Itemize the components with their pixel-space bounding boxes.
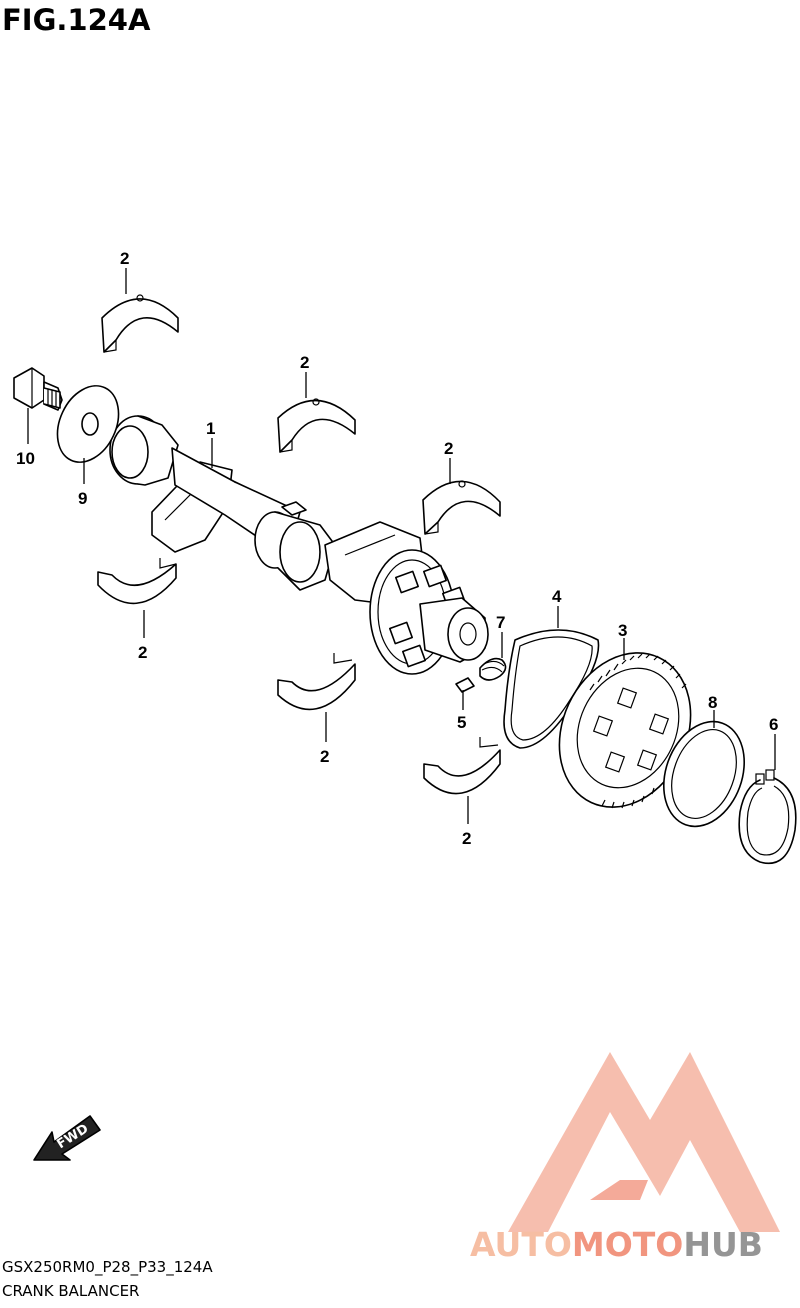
callout-3: 3 [618, 621, 627, 640]
bearing-shell-upper-1 [101, 294, 179, 353]
bearing-shell-upper-3 [422, 480, 501, 535]
callout-9: 9 [78, 489, 87, 508]
bearing-shell-upper-2 [277, 398, 356, 453]
callout-10: 10 [16, 449, 35, 468]
watermark-hub: HUB [683, 1225, 763, 1264]
svg-text:AUTOMOTOHUB: AUTOMOTOHUB [470, 1225, 763, 1264]
callout-1: 1 [206, 419, 215, 438]
bearing-shell-lower-2 [277, 653, 356, 711]
circlip [738, 769, 797, 865]
figure-name: CRANK BALANCER [2, 1282, 139, 1300]
callout-2: 2 [120, 249, 129, 268]
callout-2: 2 [138, 643, 147, 662]
balancer-shaft [109, 415, 489, 675]
spring [479, 657, 507, 681]
pin [455, 677, 475, 693]
callout-2: 2 [300, 353, 309, 372]
callout-5: 5 [457, 713, 466, 732]
callout-2: 2 [462, 829, 471, 848]
bearing-shell-lower-3 [423, 737, 501, 795]
automotohub-watermark-logo: AUTOMOTOHUB [470, 1052, 780, 1264]
bearing-shell-lower-1 [97, 558, 177, 605]
watermark-auto: AUTO [470, 1225, 572, 1264]
callout-6: 6 [769, 715, 778, 734]
washer [56, 385, 120, 463]
callout-7: 7 [496, 613, 505, 632]
o-ring [503, 629, 600, 749]
thrust-washer [662, 720, 746, 828]
figure-code: GSX250RM0_P28_P33_124A [2, 1258, 213, 1277]
callout-2: 2 [320, 747, 329, 766]
callout-4: 4 [552, 587, 562, 606]
bolt [13, 367, 63, 411]
figure-title: FIG.124A [2, 3, 151, 37]
fwd-arrow-icon: FWD [33, 1115, 101, 1161]
callout-8: 8 [708, 693, 717, 712]
watermark-moto: MOTO [572, 1225, 683, 1264]
callout-2: 2 [444, 439, 453, 458]
